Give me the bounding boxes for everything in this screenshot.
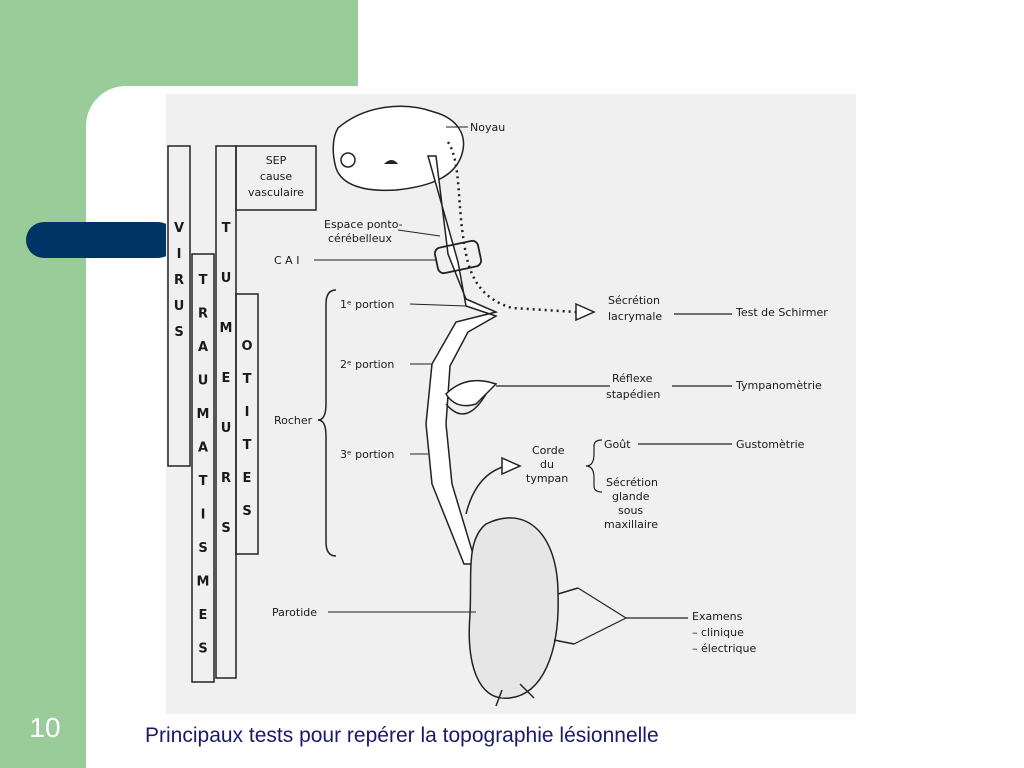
slide-number: 10 xyxy=(29,712,61,743)
sec-glande-label-4: maxillaire xyxy=(604,518,658,531)
examens-label-3: – électrique xyxy=(692,642,756,655)
stapedius-curve xyxy=(445,393,487,415)
corde-label-3: tympan xyxy=(526,472,568,485)
traumatismes-letter: E xyxy=(199,608,208,623)
tumeurs-letter: M xyxy=(220,321,233,336)
parotide-label: Parotide xyxy=(272,606,317,619)
espace-label-2: cérébelleux xyxy=(328,232,392,245)
slide-caption: Principaux tests pour repérer la topogra… xyxy=(145,724,659,747)
traumatismes-letter: T xyxy=(199,474,208,489)
content-corner xyxy=(86,86,166,166)
sep-box xyxy=(235,145,317,211)
virus-letter: U xyxy=(174,299,185,314)
parotid-branch-2 xyxy=(553,639,575,645)
otites-letter: O xyxy=(241,339,252,354)
traumatismes-letter: U xyxy=(198,374,209,389)
traumatismes-letter: S xyxy=(198,642,207,657)
corde-label-2: du xyxy=(540,458,554,471)
portion3-label: 3ᵉ portion xyxy=(340,448,394,461)
corde-label-1: Corde xyxy=(532,444,565,457)
portion2-label: 2ᵉ portion xyxy=(340,358,394,371)
cai-ring xyxy=(433,239,483,275)
corde-brace-bottom xyxy=(585,465,603,493)
dotted-pathway xyxy=(446,141,577,314)
gusto-label: Gustomètrie xyxy=(736,438,805,451)
sec-glande-label-2: glande xyxy=(612,490,650,503)
reflexe-label-2: stapédien xyxy=(606,388,660,401)
otites-column xyxy=(235,293,259,555)
otites-letter: I xyxy=(245,405,250,420)
secretion-label-2: lacrymale xyxy=(608,310,662,323)
reflexe-label-1: Réflexe xyxy=(612,372,653,385)
examens-line-1 xyxy=(577,587,627,619)
otites-letter: E xyxy=(243,471,252,486)
blue-accent-bar xyxy=(26,222,176,258)
tumeurs-letter: R xyxy=(221,471,231,486)
tumeurs-letter: T xyxy=(222,221,231,236)
examens-label-2: – clinique xyxy=(692,626,744,639)
sep-label-cause: cause xyxy=(260,170,292,183)
parotid-gland xyxy=(468,517,559,699)
sec-glande-label-1: Sécrétion xyxy=(606,476,658,489)
espace-pointer xyxy=(397,229,441,237)
virus-column xyxy=(167,145,191,467)
espace-label-1: Espace ponto- xyxy=(324,218,403,231)
portion1-pointer xyxy=(409,303,467,307)
virus-letter: R xyxy=(174,273,184,288)
tumeurs-letter: U xyxy=(221,421,232,436)
traumatismes-letter: I xyxy=(201,508,206,523)
chorda-arrow xyxy=(501,456,522,476)
nucleus-circle xyxy=(340,152,356,168)
traumatismes-letter: M xyxy=(197,575,210,590)
virus-letter: V xyxy=(174,221,184,236)
portion1-label: 1ᵉ portion xyxy=(340,298,394,311)
rocher-brace xyxy=(317,289,337,557)
tumeurs-letter: U xyxy=(221,271,232,286)
green-side-band xyxy=(0,0,86,768)
parotid-branch-4 xyxy=(495,689,503,707)
nucleus-mark xyxy=(384,160,398,164)
virus-letter: S xyxy=(174,325,183,340)
tympano-label: Tympanomètrie xyxy=(735,379,822,392)
traumatismes-letter: S xyxy=(198,541,207,556)
tumeurs-letter: S xyxy=(221,521,230,536)
traumatismes-letter: A xyxy=(198,441,208,456)
examens-line-2 xyxy=(573,617,627,645)
sep-label-vasculaire: vasculaire xyxy=(248,186,304,199)
traumatismes-letter: M xyxy=(197,407,210,422)
corde-brace-top xyxy=(585,439,603,467)
gout-label: Goût xyxy=(604,438,631,451)
traumatismes-letter: T xyxy=(199,273,208,288)
noyau-label: Noyau xyxy=(470,121,505,134)
traumatismes-letter: A xyxy=(198,340,208,355)
secretion-label-1: Sécrétion xyxy=(608,294,660,307)
brainstem-shape xyxy=(332,105,465,192)
parotid-branch-3 xyxy=(519,683,535,699)
otites-letter: T xyxy=(243,372,252,387)
virus-letter: I xyxy=(177,247,182,262)
lacrymal-arrow xyxy=(575,302,596,322)
chorda-line xyxy=(465,465,507,515)
parotid-branch-1 xyxy=(557,587,579,595)
traumatismes-letter: R xyxy=(198,307,208,322)
facial-nerve-trunk xyxy=(425,155,499,565)
sep-label: SEP xyxy=(266,154,287,167)
otites-letter: S xyxy=(242,504,251,519)
cai-label: C A I xyxy=(274,254,299,267)
stapedius-shape xyxy=(445,379,498,407)
otites-letter: T xyxy=(243,438,252,453)
sec-glande-label-3: sous xyxy=(618,504,643,517)
rocher-label: Rocher xyxy=(274,414,313,427)
schirmer-label: Test de Schirmer xyxy=(735,306,828,319)
tumeurs-letter: E xyxy=(222,371,231,386)
traumatismes-column xyxy=(191,253,215,683)
examens-label-1: Examens xyxy=(692,610,743,623)
